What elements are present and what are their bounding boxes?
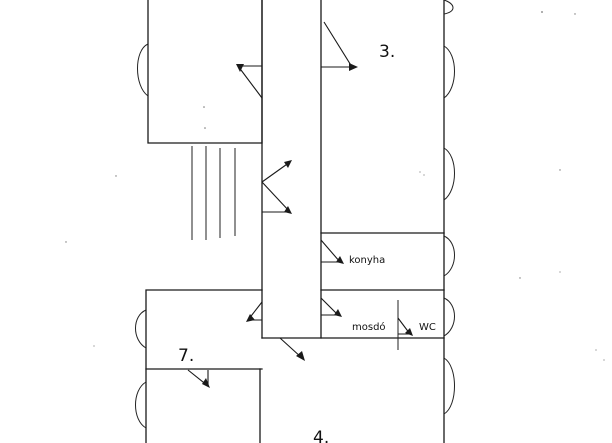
door-upper-left-room xyxy=(236,65,263,99)
door-room-3 xyxy=(321,21,353,68)
windows xyxy=(135,0,455,429)
scan-specks xyxy=(65,11,605,361)
room-labels: 3. 7. 4. konyha mosdó WC xyxy=(178,42,436,443)
room-7-label: 7. xyxy=(178,346,194,366)
door-stair-upper xyxy=(261,161,291,183)
washroom-label: mosdó xyxy=(352,321,386,333)
door-stair-lower xyxy=(261,181,291,213)
door-kitchen xyxy=(320,239,342,263)
doors xyxy=(187,21,413,388)
walls xyxy=(145,0,445,443)
room-upper-left-walls xyxy=(147,0,263,144)
kitchen-label: konyha xyxy=(349,255,385,266)
wc-label: WC xyxy=(419,322,436,333)
staircase xyxy=(191,146,236,240)
room-4-label: 4. xyxy=(313,428,329,443)
room-3-label: 3. xyxy=(379,42,395,62)
door-washroom xyxy=(320,297,340,316)
room-7-walls xyxy=(145,289,263,443)
